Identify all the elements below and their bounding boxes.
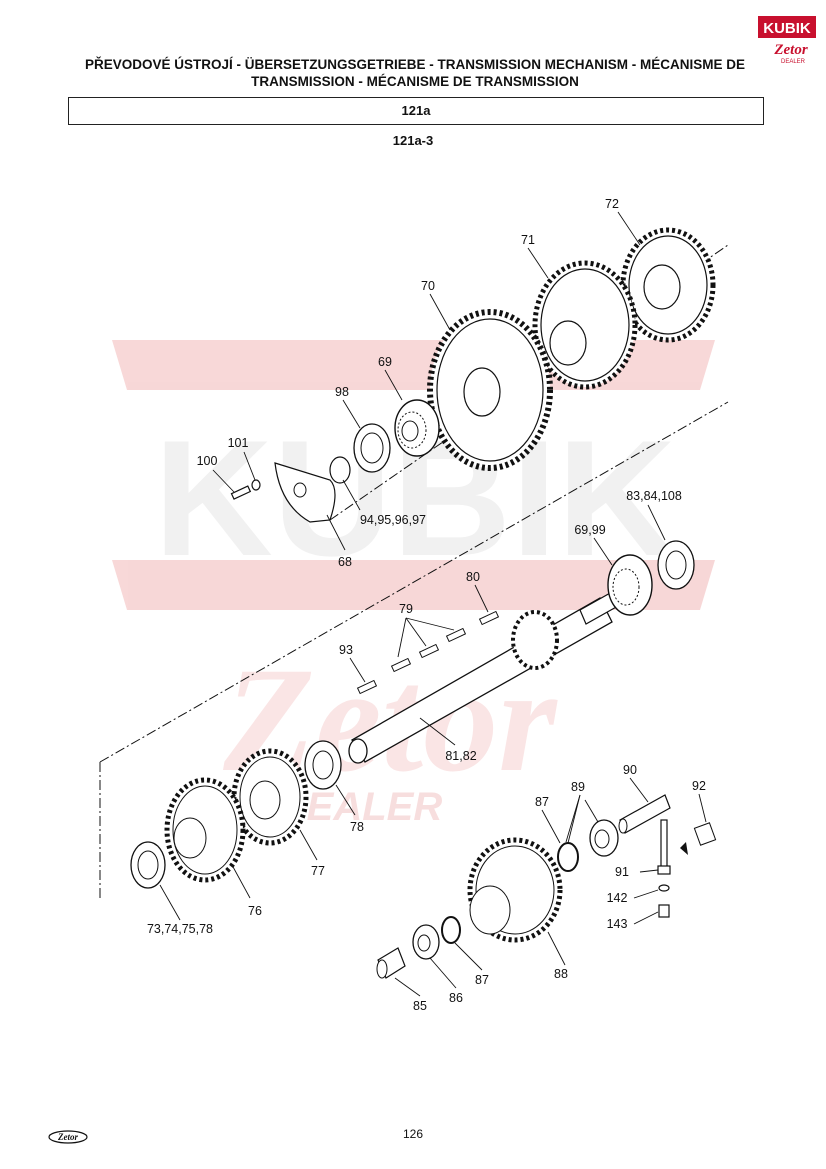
callout-78: 78 <box>350 820 364 834</box>
callout-87b: 87 <box>475 973 489 987</box>
callout-143: 143 <box>607 917 628 931</box>
shaft-81-82 <box>348 591 619 764</box>
gear-76 <box>164 777 246 883</box>
washer-78 <box>304 740 342 790</box>
svg-text:Zetor: Zetor <box>773 42 807 58</box>
gear-88 <box>467 837 563 943</box>
gear-70 <box>427 309 553 471</box>
shaft-90 <box>618 794 671 834</box>
callout-81-82: 81,82 <box>445 749 476 763</box>
callout-93: 93 <box>339 643 353 657</box>
washer-83 <box>657 540 695 590</box>
callout-76: 76 <box>248 904 262 918</box>
callout-73-78: 73,74,75,78 <box>147 922 213 936</box>
subsection-label: 121a-3 <box>392 133 434 148</box>
page-title: PŘEVODOVÉ ÚSTROJÍ - ÜBERSETZUNGSGETRIEBE… <box>84 57 746 89</box>
callout-92: 92 <box>692 779 706 793</box>
pin-92 <box>680 822 717 855</box>
callout-69: 69 <box>378 355 392 369</box>
callout-labels: 72 71 70 69 98 101 100 68 94,95,96,97 83… <box>147 197 706 1013</box>
sleeve-85 <box>376 947 406 979</box>
callout-68: 68 <box>338 555 352 569</box>
callout-80: 80 <box>466 570 480 584</box>
ring-87b <box>441 916 461 944</box>
gear-77 <box>231 748 309 846</box>
leader-lines <box>159 211 707 997</box>
bearing-69 <box>394 399 440 457</box>
shim-94-97 <box>329 456 351 484</box>
callout-79: 79 <box>399 602 413 616</box>
kubik-zetor-logo: KUBIK Zetor DEALER <box>758 16 816 65</box>
callout-83-84-108: 83,84,108 <box>626 489 682 503</box>
svg-text:KUBIK: KUBIK <box>763 20 811 37</box>
plate-68 <box>274 462 336 523</box>
screw-100 <box>230 479 261 500</box>
washer-98 <box>353 423 391 473</box>
gear-71 <box>532 260 638 390</box>
bearing-86 <box>412 924 440 960</box>
bearing-69-99 <box>607 554 653 616</box>
callout-98: 98 <box>335 385 349 399</box>
bolt-91 <box>657 819 671 918</box>
washer-73 <box>130 841 166 889</box>
ring-87a <box>557 842 579 872</box>
callout-101: 101 <box>228 436 249 450</box>
callout-91: 91 <box>615 865 629 879</box>
page-number: 126 <box>402 1127 424 1141</box>
callout-85: 85 <box>413 999 427 1013</box>
callout-87a: 87 <box>535 795 549 809</box>
callout-90: 90 <box>623 763 637 777</box>
bearing-89 <box>589 819 619 857</box>
callout-72: 72 <box>605 197 619 211</box>
callout-86: 86 <box>449 991 463 1005</box>
callout-100: 100 <box>197 454 218 468</box>
svg-text:Zetor: Zetor <box>57 1132 78 1142</box>
callout-142: 142 <box>607 891 628 905</box>
callout-94-97: 94,95,96,97 <box>360 513 426 527</box>
callout-71: 71 <box>521 233 535 247</box>
callout-88: 88 <box>554 967 568 981</box>
footer-zetor-logo: Zetor <box>48 1130 88 1144</box>
keys <box>356 610 500 695</box>
callout-70: 70 <box>421 279 435 293</box>
callout-89: 89 <box>571 780 585 794</box>
callout-77: 77 <box>311 864 325 878</box>
callout-69-99: 69,99 <box>574 523 605 537</box>
section-box: 121a <box>68 97 764 125</box>
svg-text:DEALER: DEALER <box>781 59 806 65</box>
